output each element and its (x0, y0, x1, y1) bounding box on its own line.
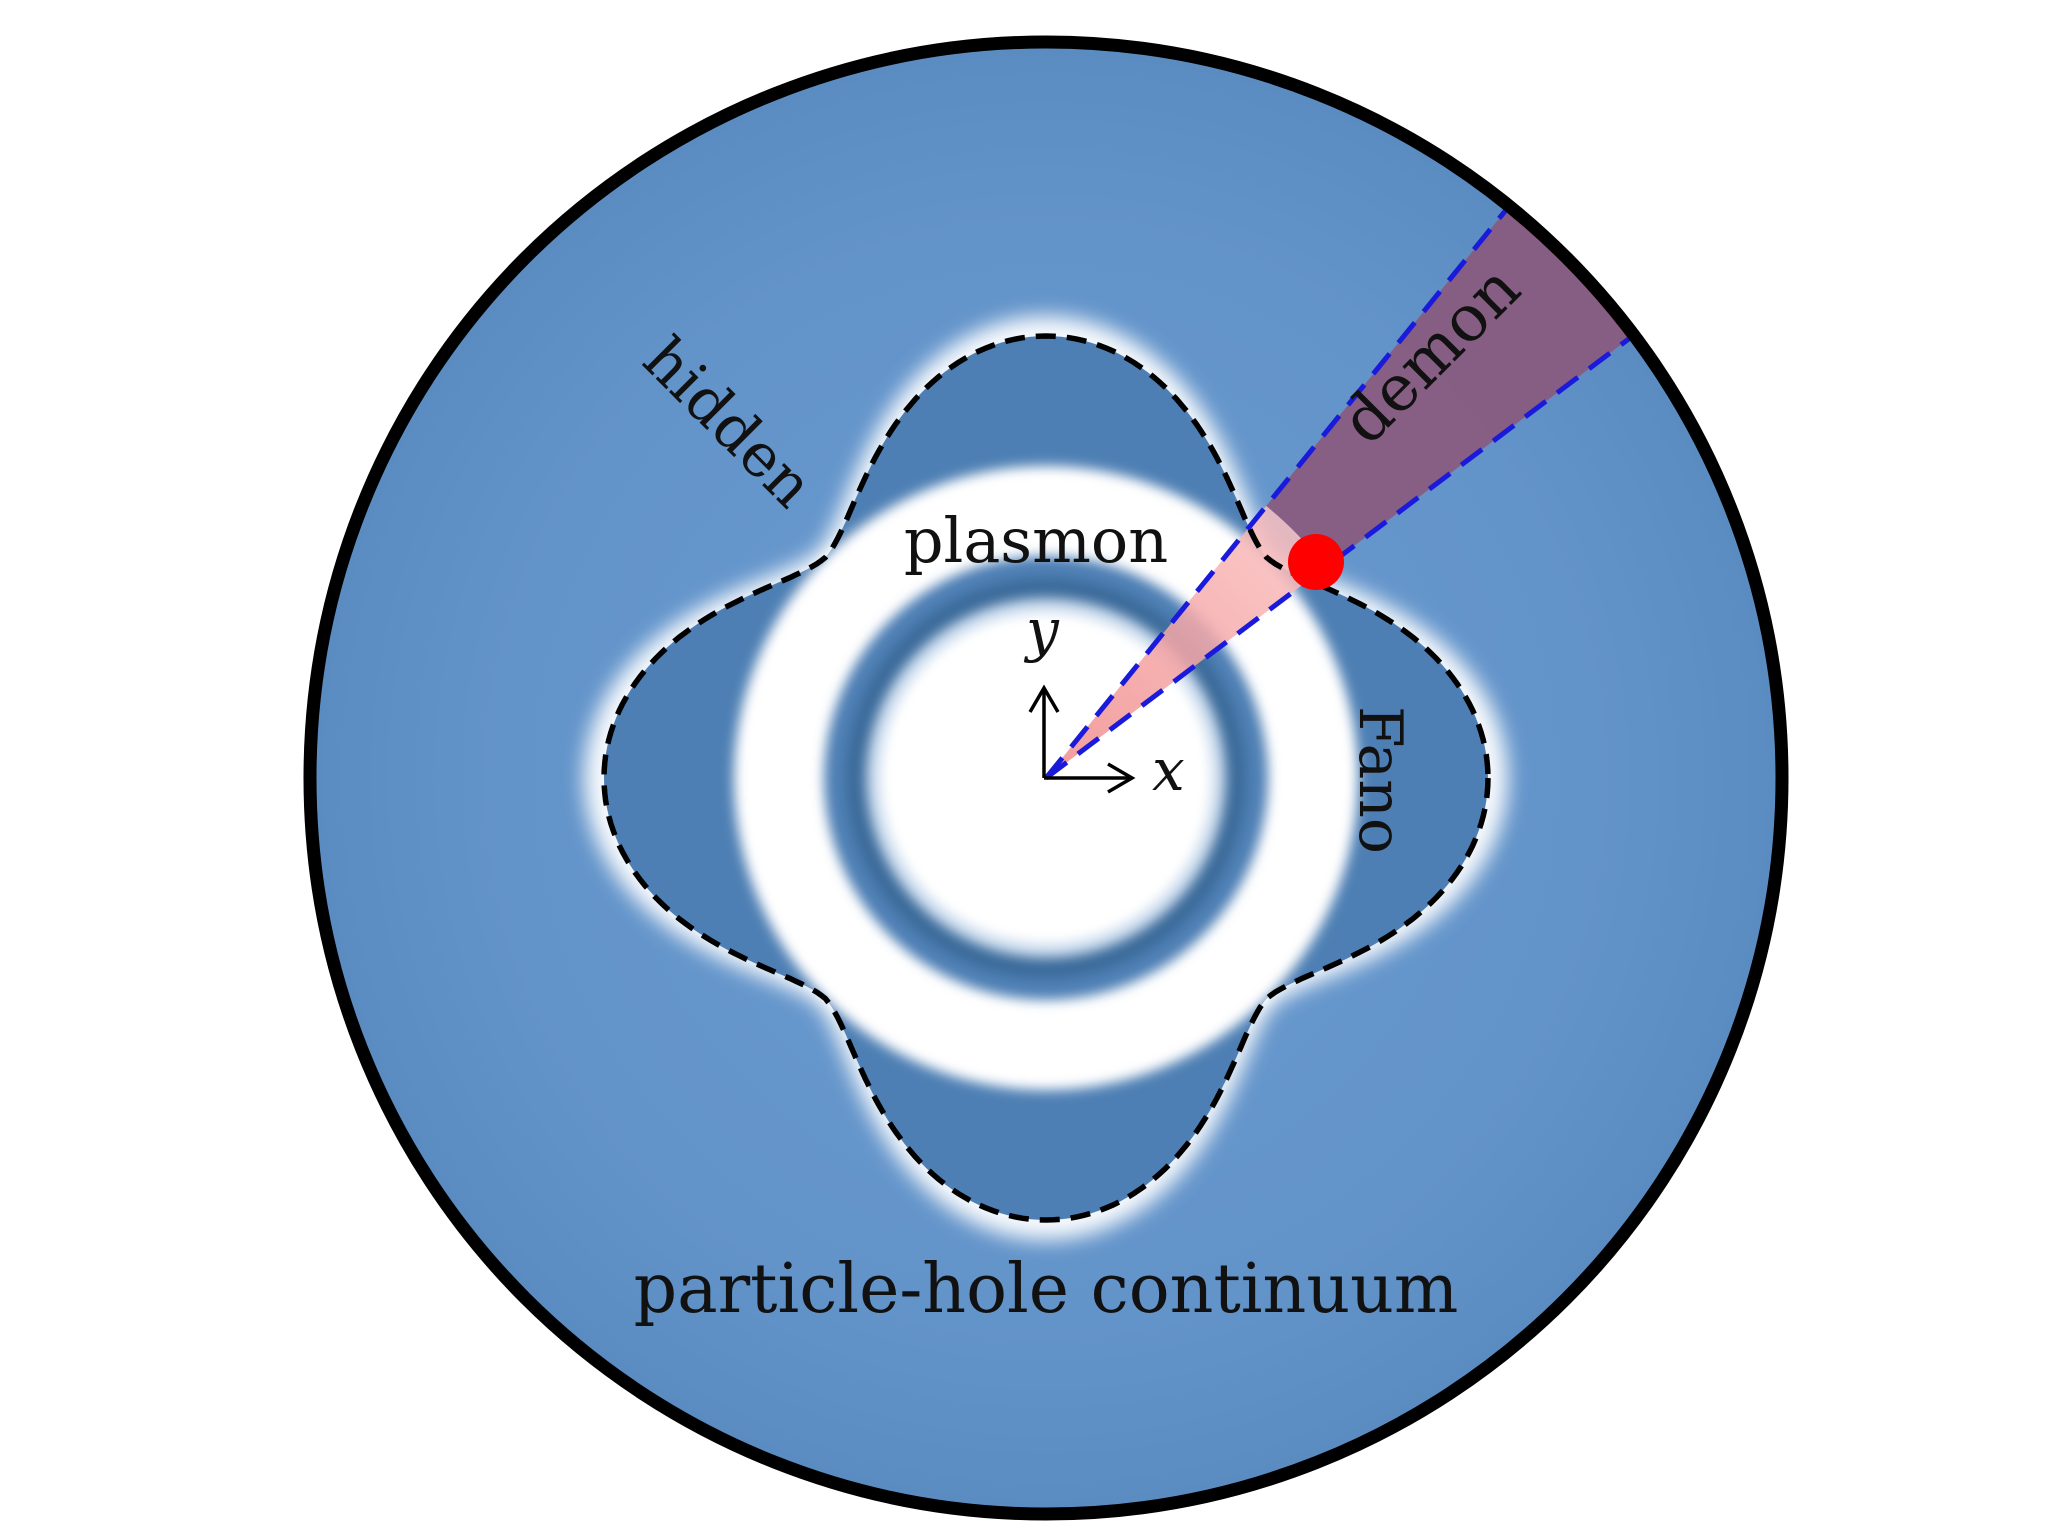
y-arrow-head-icon (1028, 684, 1060, 713)
axes (1028, 684, 1136, 794)
wedge-edge-lower (1044, 321, 1652, 780)
axis-y-label: y (1023, 596, 1060, 664)
wedge-edge-upper (1044, 188, 1524, 780)
plasmon-wedge (1046, 505, 1326, 778)
demon-wedge (1266, 198, 1642, 568)
outer-boundary (303, 35, 1789, 1521)
x-arrow-head-icon (1107, 762, 1136, 794)
axis-x-label: x (1152, 736, 1185, 804)
label-fano: Fano (1345, 706, 1415, 854)
label-continuum: particle-hole continuum (634, 1250, 1459, 1329)
demon-plasmon-point (1288, 534, 1344, 590)
label-plasmon: plasmon (904, 504, 1168, 577)
